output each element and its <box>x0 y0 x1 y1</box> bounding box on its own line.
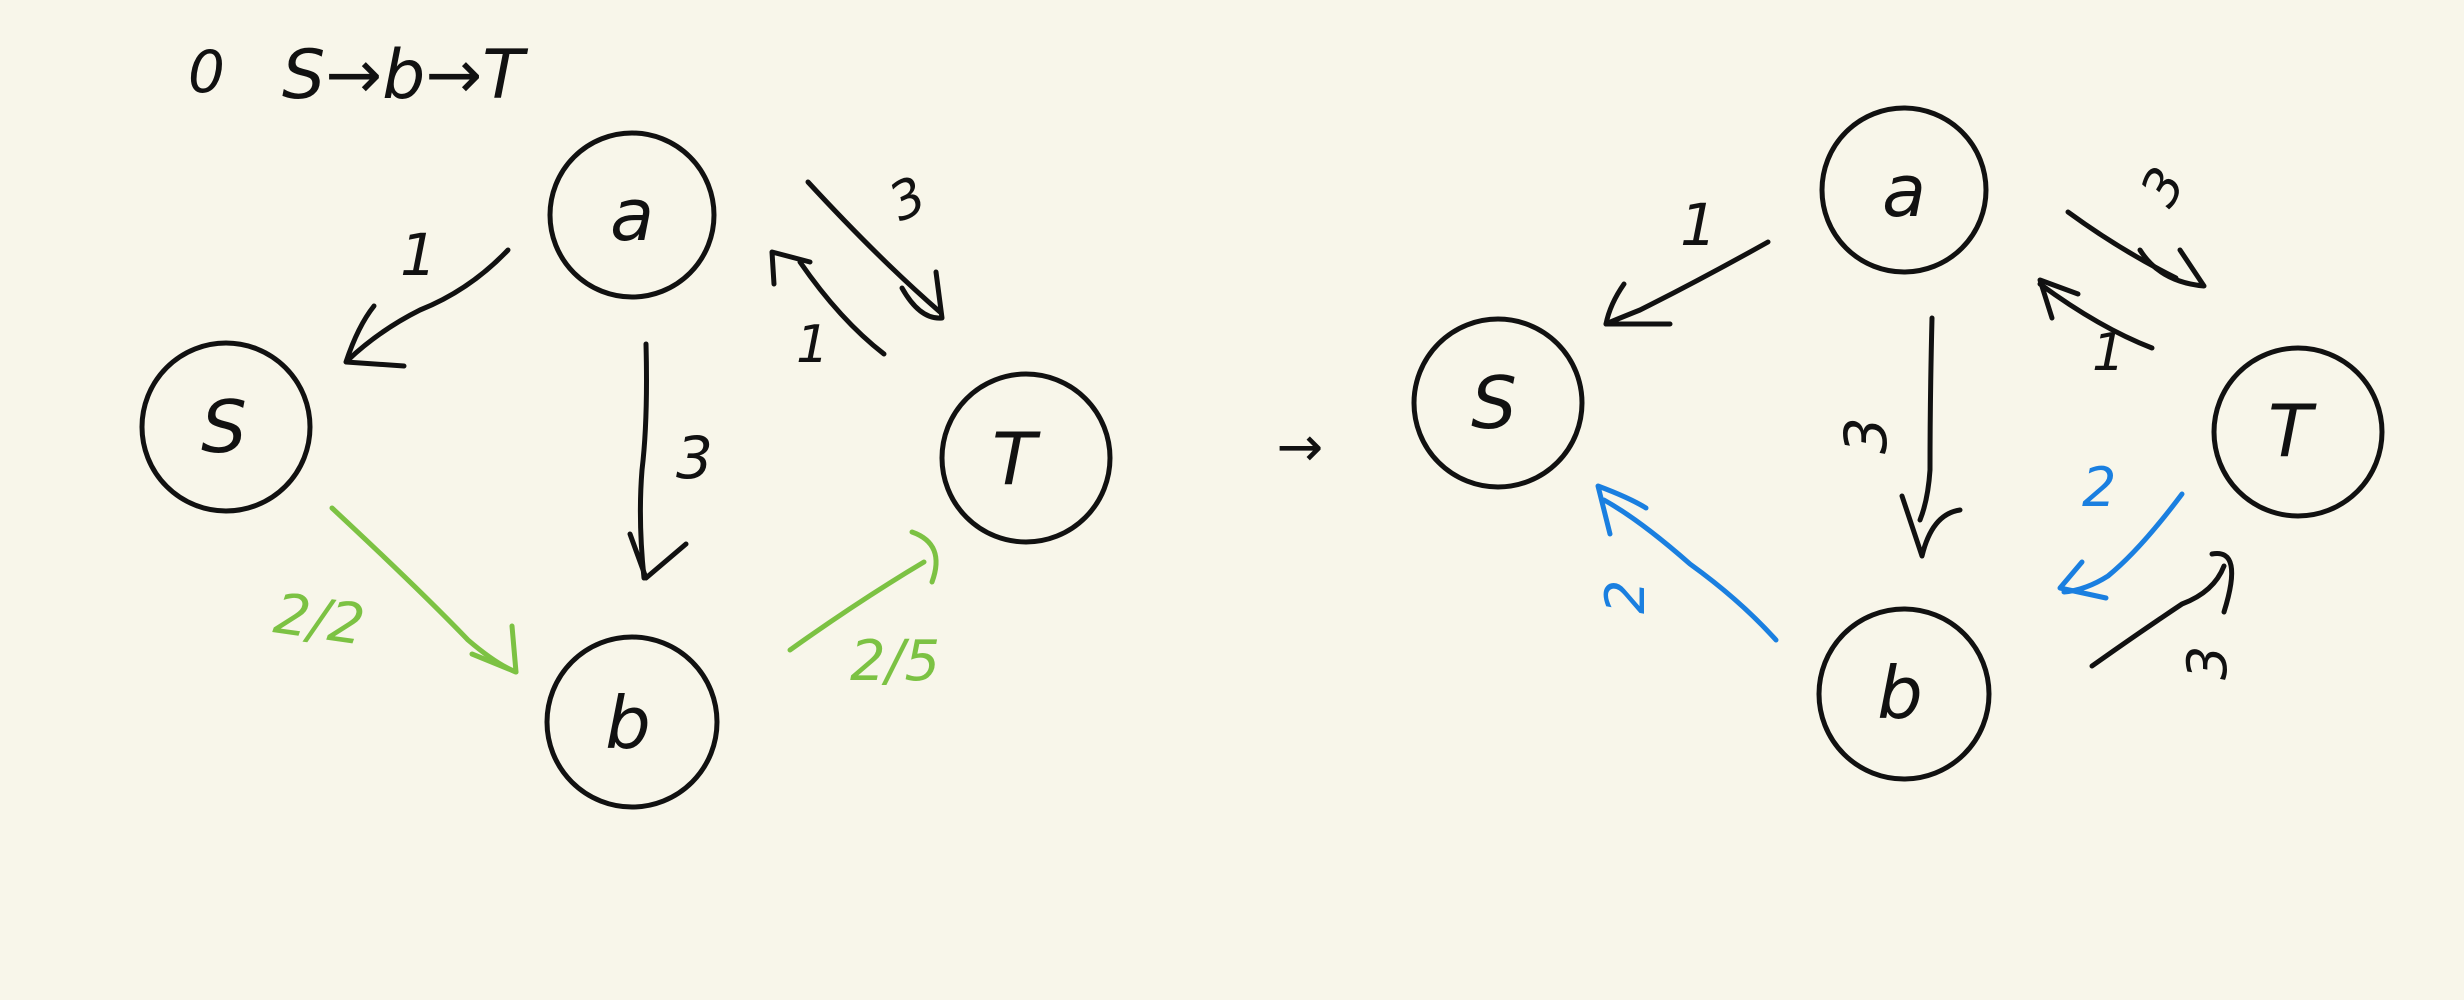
residual-edge-a-to-s-label: 1 <box>1680 191 1717 259</box>
residual-edge-t-to-b-blue <box>2061 491 2185 595</box>
residual-edge-a-to-s <box>1603 239 1771 327</box>
node-t-label: T <box>992 417 1041 501</box>
edge-b-to-t-arrowhead <box>909 529 939 585</box>
edge-a-to-b-arrowhead <box>627 531 689 581</box>
residual-edge-a-to-b <box>1917 315 1935 523</box>
edge-b-to-t <box>787 559 927 653</box>
residual-edge-t-to-a-arrowhead <box>2037 277 2081 321</box>
edge-a-to-s <box>345 247 511 363</box>
node-b-label: b <box>605 681 651 765</box>
edge-b-to-t-label: 2/5 <box>850 629 940 694</box>
edge-a-to-b-label: 3 <box>676 424 713 492</box>
residual-edge-a-to-b-label: 3 <box>1832 417 1900 454</box>
residual-edge-a-to-b-arrowhead <box>1899 493 1963 559</box>
residual-edge-t-to-b-blue-label: 2 <box>2082 456 2116 519</box>
edge-t-to-a-top-label: 3 <box>880 165 935 233</box>
edge-s-to-b-arrowhead <box>469 623 519 675</box>
header-path: S→b→T <box>282 36 528 115</box>
residual-node-b-label: b <box>1877 651 1923 735</box>
residual-edge-b-to-s-arrowhead <box>1595 483 1649 537</box>
residual-node-a-circle <box>1819 105 1989 275</box>
edge-a-to-s-arrowhead <box>343 303 407 369</box>
residual-edge-t-to-a-bottom-label: 1 <box>2092 323 2125 383</box>
node-t-circle <box>939 371 1113 545</box>
node-s-label: S <box>201 385 247 469</box>
residual-node-t-circle <box>2211 345 2385 519</box>
residual-graph: a S b T 1 3 3 1 2 2 3 <box>1411 105 2385 782</box>
node-a-label: a <box>610 173 654 257</box>
node-b-circle <box>544 634 720 810</box>
edge-t-to-a-arrowhead <box>769 249 813 287</box>
edge-s-to-b-label: 2/2 <box>270 581 368 658</box>
node-a-circle <box>547 130 717 300</box>
residual-node-b-circle <box>1816 606 1992 782</box>
residual-node-t-label: T <box>2268 389 2317 473</box>
residual-edge-t-to-a-top-label: 3 <box>2129 158 2198 217</box>
edge-a-to-b <box>637 341 649 581</box>
transition-arrow: → <box>1277 415 1324 480</box>
residual-edge-a-to-t-arrowhead <box>2137 247 2207 289</box>
residual-edge-b-to-t-black-label: 3 <box>2176 646 2239 680</box>
edge-a-to-t-arrowhead <box>899 269 945 321</box>
node-s-circle <box>139 340 313 514</box>
network-graph: a S b T 1 3 3 1 2/2 2/5 <box>139 130 1113 810</box>
residual-edge-b-to-t-black <box>2089 563 2227 669</box>
residual-node-s-label: S <box>1471 361 1517 445</box>
residual-node-a-label: a <box>1882 149 1926 233</box>
residual-edge-t-to-b-blue-arrowhead <box>2057 559 2109 601</box>
residual-edge-b-to-s <box>1601 497 1779 643</box>
residual-edge-b-to-s-label: 2 <box>1594 580 1657 614</box>
residual-edge-t-to-a <box>2037 281 2155 351</box>
edge-t-to-a-bottom-label: 1 <box>796 315 829 375</box>
edge-a-to-t <box>805 179 943 315</box>
header-index: 0 <box>188 38 225 106</box>
residual-edge-b-to-t-black-arrowhead <box>2209 551 2235 615</box>
edge-t-to-a <box>797 259 887 357</box>
residual-node-s-circle <box>1411 316 1585 490</box>
residual-edge-a-to-s-arrowhead <box>1603 281 1673 327</box>
edge-a-to-s-label: 1 <box>400 221 437 289</box>
header: 0 S→b→T <box>188 36 528 115</box>
